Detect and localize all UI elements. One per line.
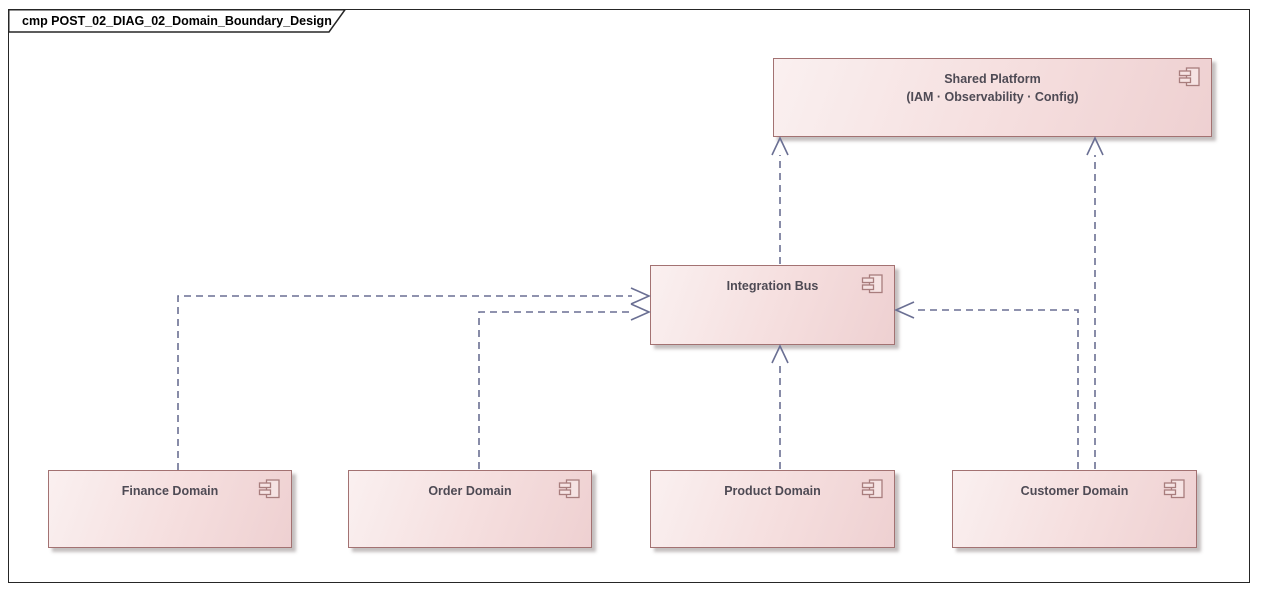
node-customer-domain[interactable]: Customer Domain	[952, 470, 1197, 548]
node-label: Shared Platform	[944, 72, 1041, 86]
frame-title: cmp POST_02_DIAG_02_Domain_Boundary_Desi…	[22, 14, 332, 28]
node-label: Integration Bus	[726, 279, 819, 293]
node-label: Customer Domain	[1020, 484, 1129, 498]
node-product-domain[interactable]: Product Domain	[650, 470, 895, 548]
frame-name-tab	[8, 9, 347, 33]
component-icon	[1163, 479, 1185, 499]
node-label: Order Domain	[428, 484, 512, 498]
node-order-domain[interactable]: Order Domain	[348, 470, 592, 548]
node-label: Product Domain	[724, 484, 821, 498]
node-sublabel: (IAM · Observability · Config)	[906, 90, 1079, 104]
node-integration-bus[interactable]: Integration Bus	[650, 265, 895, 345]
node-finance-domain[interactable]: Finance Domain	[48, 470, 292, 548]
component-icon	[861, 479, 883, 499]
node-shared-platform[interactable]: Shared Platform (IAM · Observability · C…	[773, 58, 1212, 137]
component-icon	[558, 479, 580, 499]
component-icon	[861, 274, 883, 294]
component-icon	[1178, 67, 1200, 87]
node-label: Finance Domain	[121, 484, 219, 498]
component-icon	[258, 479, 280, 499]
